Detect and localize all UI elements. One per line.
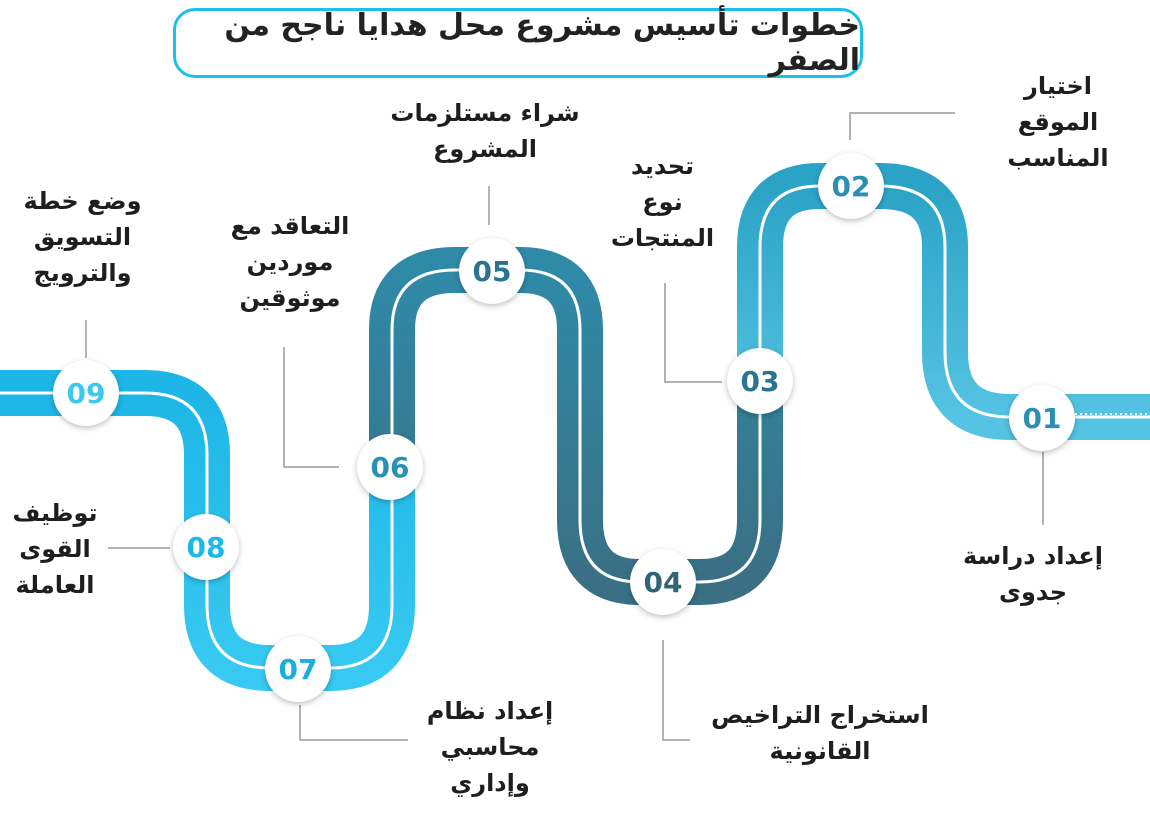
step-label-09: وضع خطة التسويق والترويج [23, 187, 142, 287]
step-badge-08: 08 [173, 514, 239, 580]
step-badge-06: 06 [357, 434, 423, 500]
step-label-07: إعداد نظام محاسبي وإداري [426, 697, 554, 797]
road-segment-middle [369, 247, 783, 605]
road-line-middle [390, 268, 762, 584]
step-badge-09: 09 [53, 360, 119, 426]
leader-03 [664, 283, 722, 383]
road-segment-right [737, 163, 1150, 440]
step-badge-04: 04 [630, 549, 696, 615]
step-label-02: اختيار الموقع المناسب [1007, 72, 1109, 172]
road-line-left [0, 391, 394, 670]
step-badge-02: 02 [818, 153, 884, 219]
leader-07 [299, 705, 408, 741]
step-badge-03: 03 [727, 348, 793, 414]
road-line-right [758, 184, 1150, 419]
leader-06 [283, 347, 339, 468]
page-title: خطوات تأسيس مشروع محل هدايا ناجح من الصف… [224, 8, 860, 78]
leader-04 [662, 640, 690, 741]
step-badge-05: 05 [459, 238, 525, 304]
step-label-04: استخراج التراخيص القانونية [711, 701, 929, 765]
title-box: خطوات تأسيس مشروع محل هدايا ناجح من الصف… [173, 8, 863, 78]
step-label-05: شراء مستلزمات المشروع [390, 99, 580, 163]
leader-02 [849, 112, 955, 140]
step-badge-01: 01 [1009, 385, 1075, 451]
step-badge-07: 07 [265, 636, 331, 702]
step-label-03: تحديد نوع المنتجات [610, 152, 715, 252]
step-label-01: إعداد دراسة جدوى [963, 542, 1103, 606]
step-label-06: التعاقد مع موردين موثوقين [230, 212, 350, 312]
step-label-08: توظيف القوى العاملة [12, 499, 98, 599]
